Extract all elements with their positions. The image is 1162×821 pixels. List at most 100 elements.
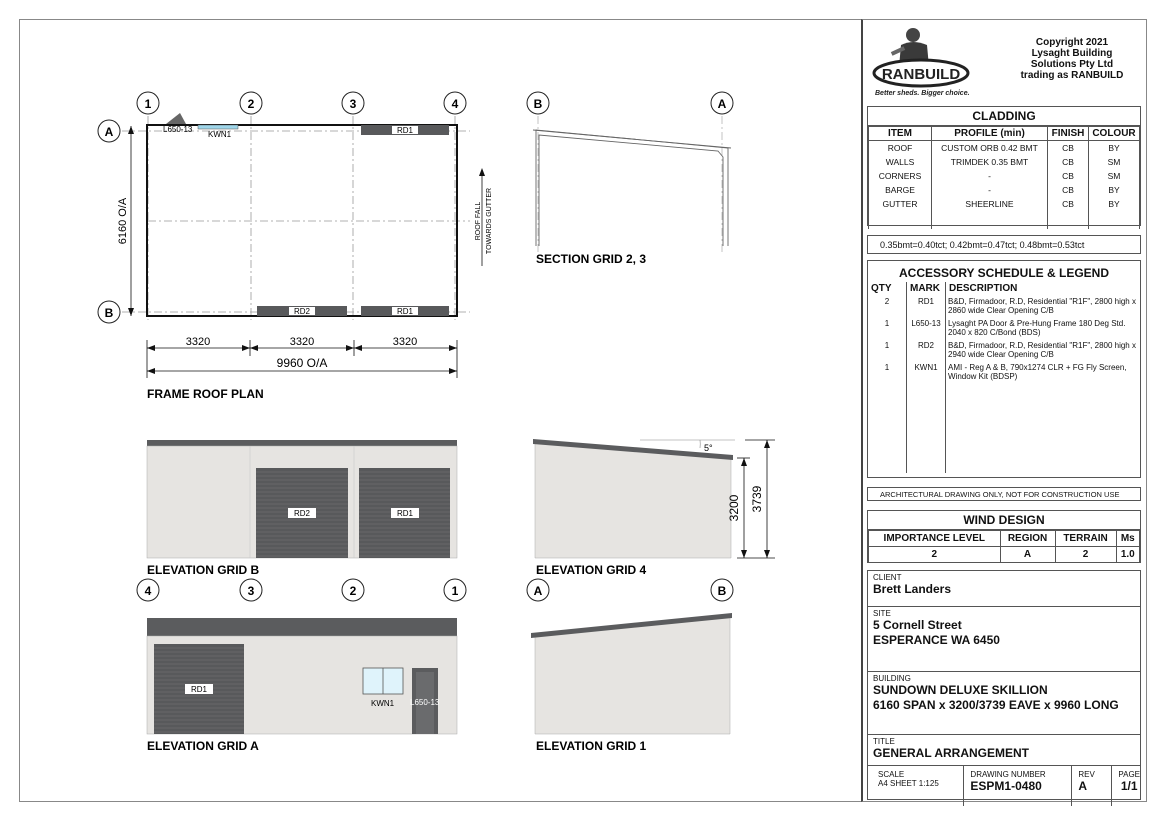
svg-text:B: B: [718, 584, 727, 598]
svg-text:2: 2: [350, 584, 357, 598]
elevation-grid-b: RD2 RD1 ELEVATION GRID B: [146, 440, 458, 577]
svg-text:2: 2: [248, 97, 255, 111]
pa-door-swing-icon: [166, 113, 186, 124]
svg-text:A: A: [534, 584, 543, 598]
rev-cell: REV A: [1072, 766, 1113, 806]
drawing-title: GENERAL ARRANGEMENT: [873, 746, 1030, 760]
site-line-2: ESPERANCE WA 6450: [873, 633, 1000, 647]
elev-1-title: ELEVATION GRID 1: [536, 739, 647, 753]
svg-text:B: B: [105, 306, 114, 320]
svg-text:4: 4: [452, 97, 459, 111]
svg-text:A: A: [105, 125, 114, 139]
section-bubble-B: B: [526, 91, 550, 115]
plan-mark-rd1-bottom: RD1: [397, 307, 414, 316]
plan-grid-bubble-A: A: [97, 119, 121, 143]
elev-4-angle: 5°: [704, 443, 713, 453]
plan-title: FRAME ROOF PLAN: [147, 387, 264, 401]
elev-a-bubble-3: 3: [239, 578, 263, 602]
plan-grid-bubble-3: 3: [341, 91, 365, 115]
bmt-note: 0.35bmt=0.40tct; 0.42bmt=0.47tct; 0.48bm…: [867, 235, 1141, 254]
svg-text:1: 1: [145, 97, 152, 111]
client-name: Brett Landers: [873, 582, 952, 596]
svg-text:A: A: [718, 97, 727, 111]
title-block-frame: [861, 19, 1147, 802]
bay-dim-2: 3320: [290, 336, 314, 348]
logo-block: RANBUILD Better sheds. Bigger choice. Co…: [867, 21, 1141, 99]
svg-text:Better sheds. Bigger choice.: Better sheds. Bigger choice.: [875, 90, 970, 97]
wind-title: WIND DESIGN: [868, 511, 1140, 530]
length-dim: 9960 O/A: [277, 356, 328, 370]
architectural-note: ARCHITECTURAL DRAWING ONLY, NOT FOR CONS…: [867, 487, 1141, 501]
section-grid-2-3: B A SECTION GRID 2, 3: [526, 91, 734, 266]
page-cell: PAGE 1/1: [1118, 770, 1140, 793]
elev-a-window: KWN1: [362, 667, 404, 708]
roof-fall-label-1: ROOF FALL: [475, 202, 482, 241]
cladding-title: CLADDING: [868, 107, 1140, 126]
bay-dim-1: 3320: [186, 336, 210, 348]
svg-text:L650-13: L650-13: [410, 698, 440, 707]
elev-a-bubble-1: 1: [443, 578, 467, 602]
plan-grid-bubble-2: 2: [239, 91, 263, 115]
plan-mark-door: L650-13: [163, 125, 193, 134]
site-line-1: 5 Cornell Street: [873, 618, 962, 632]
plan-mark-window: KWN1: [208, 130, 232, 139]
building-line-1: SUNDOWN DELUXE SKILLION: [873, 683, 1048, 697]
plan-window: [197, 124, 239, 130]
elev-4-low-dim: 3200: [727, 494, 741, 521]
svg-text:1: 1: [452, 584, 459, 598]
elev-a-rd1-door: RD1: [154, 644, 244, 734]
site-section: SITE 5 Cornell Street ESPERANCE WA 6450: [868, 607, 1140, 672]
elevation-grid-1: A B ELEVATION GRID 1: [526, 578, 734, 753]
elev-1-bubble-A: A: [526, 578, 550, 602]
bay-dim-3: 3320: [393, 336, 417, 348]
svg-text:RD1: RD1: [397, 509, 414, 518]
elev-1-bubble-B: B: [710, 578, 734, 602]
elev-b-title: ELEVATION GRID B: [147, 563, 260, 577]
plan-span-dim: 6160 O/A: [117, 197, 129, 244]
drawing-number-cell: DRAWING NUMBER ESPM1-0480: [964, 766, 1073, 806]
title-section: TITLE GENERAL ARRANGEMENT: [868, 735, 1140, 766]
svg-text:3: 3: [248, 584, 255, 598]
accessory-title: ACCESSORY SCHEDULE & LEGEND: [898, 266, 1110, 280]
roof-fall-label-2: TOWARDS GUTTER: [486, 188, 493, 254]
svg-text:4: 4: [145, 584, 152, 598]
plan-mark-rd1-top: RD1: [397, 126, 414, 135]
frame-roof-plan: 1 2 3 4 A B L650-13 KWN1 RD1 RD2 RD1: [97, 91, 493, 401]
elev-4-high-dim: 3739: [750, 485, 764, 512]
elev-a-pa-door: L650-13: [410, 668, 440, 734]
elevation-grid-a: 4 3 2 1 RD1 KWN1 L650-13 ELEVATION GRID …: [136, 578, 467, 753]
plan-mark-rd2: RD2: [294, 307, 311, 316]
svg-text:KWN1: KWN1: [371, 699, 395, 708]
plan-grid-bubble-1: 1: [136, 91, 160, 115]
client-section: CLIENT Brett Landers: [868, 571, 1140, 607]
section-bubble-A: A: [710, 91, 734, 115]
elev-a-title: ELEVATION GRID A: [147, 739, 259, 753]
svg-text:RD2: RD2: [294, 509, 311, 518]
project-info: CLIENT Brett Landers SITE 5 Cornell Stre…: [867, 570, 1141, 806]
building-section: BUILDING SUNDOWN DELUXE SKILLION 6160 SP…: [868, 672, 1140, 735]
svg-text:RANBUILD: RANBUILD: [882, 66, 960, 83]
svg-text:B: B: [534, 97, 543, 111]
building-line-2: 6160 SPAN x 3200/3739 EAVE x 9960 LONG: [873, 698, 1119, 712]
plan-grid-bubble-4: 4: [443, 91, 467, 115]
elev-4-title: ELEVATION GRID 4: [536, 563, 647, 577]
ranbuild-logo: RANBUILD Better sheds. Bigger choice.: [872, 28, 970, 97]
svg-text:RD1: RD1: [191, 685, 208, 694]
plan-grid-bubble-B: B: [97, 300, 121, 324]
elevation-grid-4: 5° 3200 3739 ELEVATION GRID 4: [533, 439, 775, 577]
